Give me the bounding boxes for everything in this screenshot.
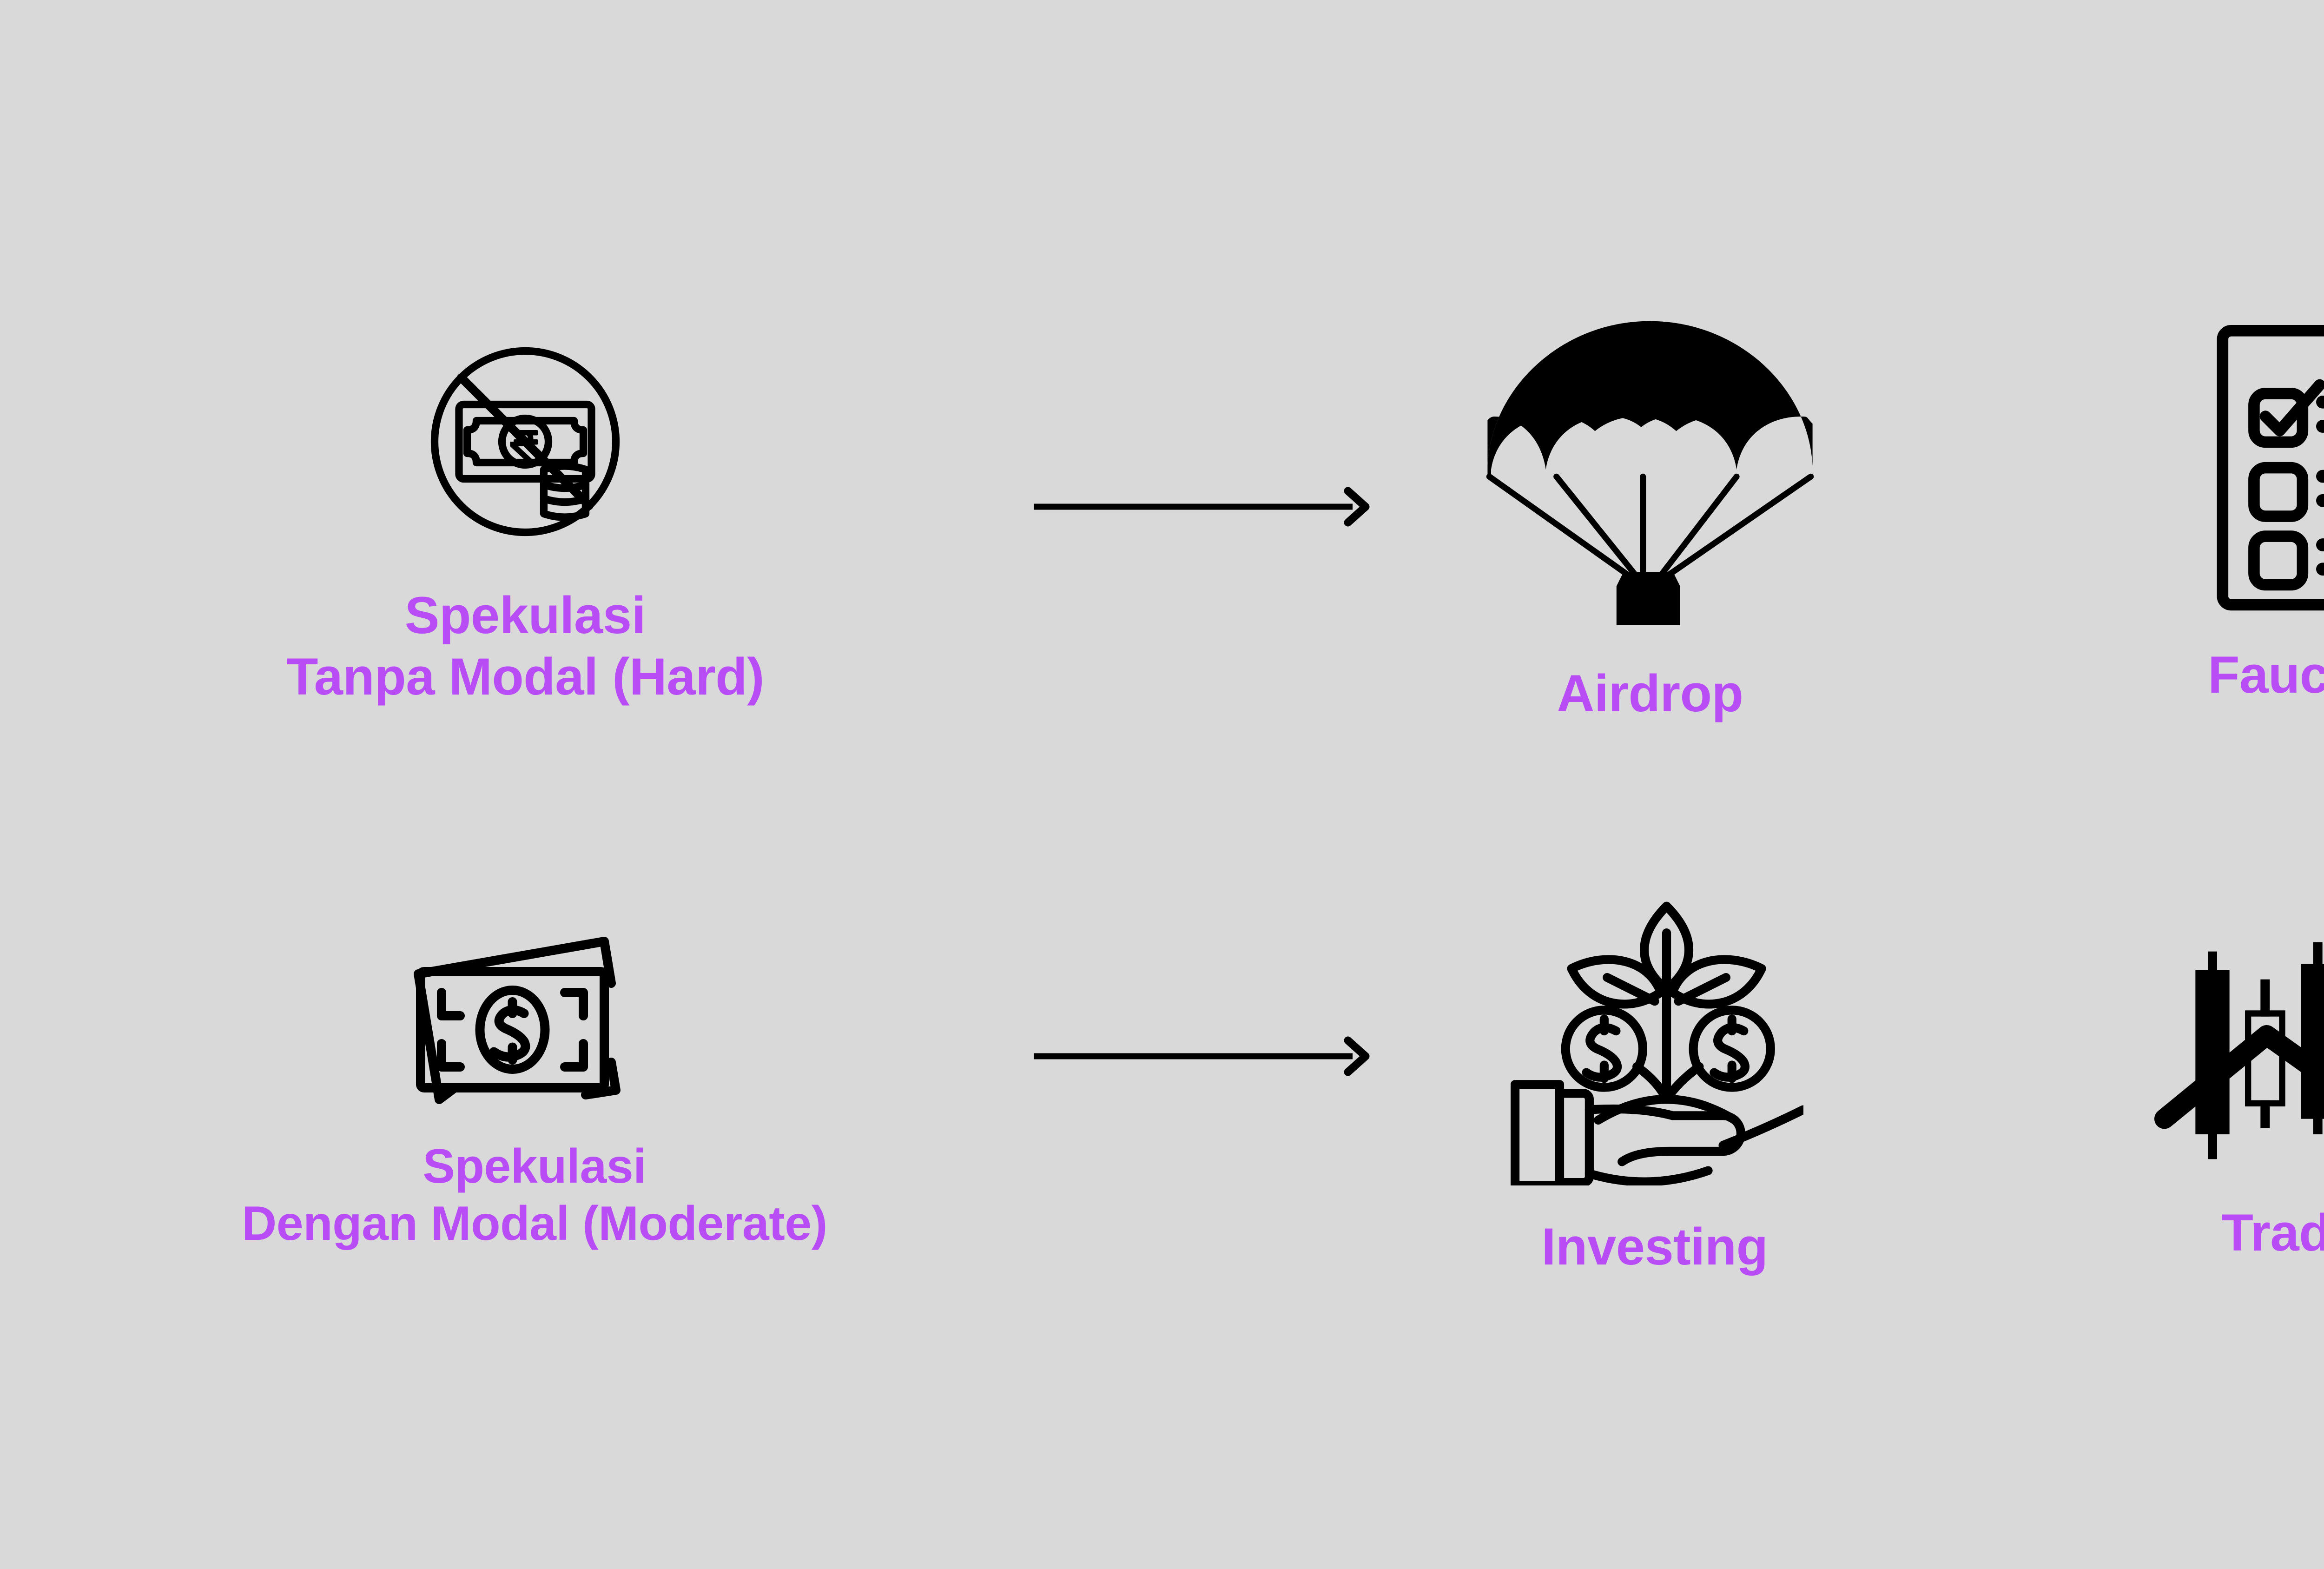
checklist-document-icon xyxy=(2217,325,2324,611)
node-faucets: Faucets xyxy=(2147,316,2324,706)
node-spekulasi-tanpa-modal: Spekulasi Tanpa Modal (Hard) xyxy=(177,325,874,708)
connector-arrow-row1 xyxy=(1027,479,1380,535)
node-label-faucets: Faucets xyxy=(2208,646,2324,704)
no-money-prohibition-icon xyxy=(430,347,620,536)
node-label-investing: Investing xyxy=(1541,1218,1768,1276)
node-trading: Trading xyxy=(2138,911,2324,1264)
node-label-airdrop: Airdrop xyxy=(1557,664,1743,722)
plant-in-hand-icon-wrap xyxy=(1506,897,1803,1185)
node-label-line2: Dengan Modal (Moderate) xyxy=(242,1196,827,1251)
plant-in-hand-icon xyxy=(1511,901,1803,1185)
connector-arrow-row2 xyxy=(1027,1028,1380,1084)
node-label-trading: Trading xyxy=(2221,1204,2324,1262)
node-investing: Investing xyxy=(1492,897,1817,1278)
banknotes-icon xyxy=(414,937,621,1104)
parachute-icon xyxy=(1486,321,1820,625)
banknotes-icon-wrap xyxy=(411,925,658,1111)
right-arrow-icon xyxy=(1034,1036,1370,1076)
right-arrow-icon xyxy=(1034,487,1370,527)
no-money-prohibition-icon-wrap xyxy=(409,325,641,558)
parachute-icon-wrap xyxy=(1473,307,1827,632)
node-spekulasi-dengan-modal: Spekulasi Dengan Modal (Moderate) xyxy=(139,925,930,1252)
node-label-line1: Spekulasi xyxy=(404,586,646,644)
checklist-document-icon-wrap xyxy=(2205,316,2324,614)
node-airdrop: Airdrop xyxy=(1469,307,1831,724)
candlestick-chart-icon-wrap xyxy=(2152,911,2324,1172)
node-label-line2: Tanpa Modal (Hard) xyxy=(286,648,765,706)
node-label-line1: Spekulasi xyxy=(423,1139,647,1193)
candlestick-chart-icon xyxy=(2154,942,2324,1159)
